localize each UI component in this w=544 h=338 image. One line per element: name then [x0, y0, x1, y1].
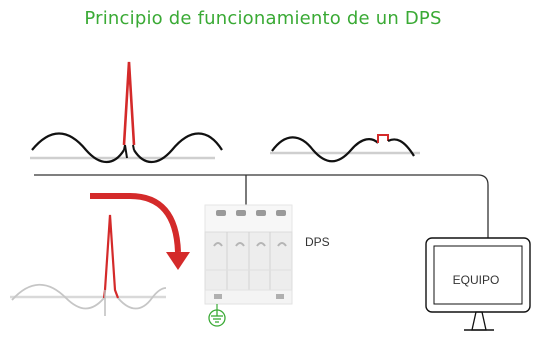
- diagram-title: Principio de funcionamiento de un DPS: [84, 8, 442, 29]
- diverted-surge-wave: [10, 214, 167, 316]
- dps-device: [204, 204, 293, 305]
- surge-wave-input: [30, 61, 223, 164]
- dps-label: DPS: [305, 235, 330, 249]
- protected-wave: [270, 134, 420, 163]
- equipo-label: EQUIPO: [452, 273, 500, 287]
- curved-arrow-icon: [90, 193, 190, 270]
- ground-symbol-icon: [208, 304, 226, 327]
- monitor-icon: [425, 237, 531, 331]
- power-line: [34, 174, 489, 238]
